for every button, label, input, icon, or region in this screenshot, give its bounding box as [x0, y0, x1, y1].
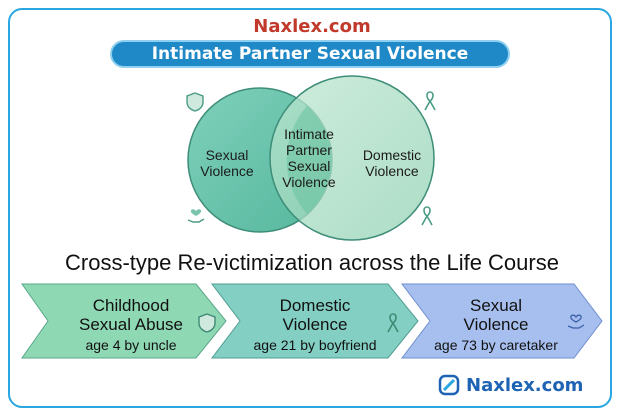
stage-2: Domestic Violence age 21 by boyfriend [240, 296, 390, 354]
brand-logo-top: Naxlex.com [253, 16, 371, 37]
ribbon-icon [424, 91, 436, 111]
ribbon-icon-2 [421, 206, 433, 226]
stage-3-title-line2: Violence [463, 315, 529, 334]
naxlex-logo-icon [438, 374, 460, 396]
venn-intersection [286, 106, 332, 214]
stage-3-hand-heart-icon [567, 314, 585, 329]
stage-3-subtitle: age 73 by caretaker [434, 337, 558, 353]
stage-arrow-2 [210, 283, 419, 359]
stage-1-subtitle: age 4 by uncle [85, 337, 177, 353]
venn-left-line2: Violence [200, 163, 254, 179]
venn-center-line4: Violence [282, 174, 336, 190]
stage-3: Sexual Violence age 73 by caretaker [422, 296, 570, 354]
stage-1-title-line1: Childhood [92, 296, 170, 315]
hand-heart-icon [187, 209, 205, 223]
brand-logo-bottom: Naxlex.com [438, 372, 583, 398]
venn-right-line2: Violence [365, 163, 419, 179]
stage-arrow-3 [400, 283, 603, 359]
stage-1: Childhood Sexual Abuse age 4 by uncle [56, 296, 206, 354]
page-title: Intimate Partner Sexual Violence [110, 40, 510, 68]
shield-icon [186, 92, 204, 112]
stage-3-title-line1: Sexual [470, 296, 522, 315]
stage-arrow-1 [21, 283, 227, 359]
venn-right-line1: Domestic [362, 147, 422, 163]
stage-2-subtitle: age 21 by boyfriend [253, 337, 377, 353]
stage-1-shield-icon [198, 313, 216, 333]
stage-2-ribbon-icon [387, 313, 399, 333]
venn-center-line2: Partner [286, 142, 332, 158]
stage-2-title-line1: Domestic [279, 296, 351, 315]
venn-center-line1: Intimate [284, 126, 334, 142]
stage-1-title-line2: Sexual Abuse [79, 315, 183, 334]
venn-center-line3: Sexual [287, 158, 331, 174]
stage-2-title-line2: Violence [282, 315, 348, 334]
brand-bottom-text: Naxlex.com [466, 374, 584, 396]
section-heading: Cross-type Re-victimization across the L… [65, 250, 559, 275]
venn-left-line1: Sexual [205, 147, 249, 163]
